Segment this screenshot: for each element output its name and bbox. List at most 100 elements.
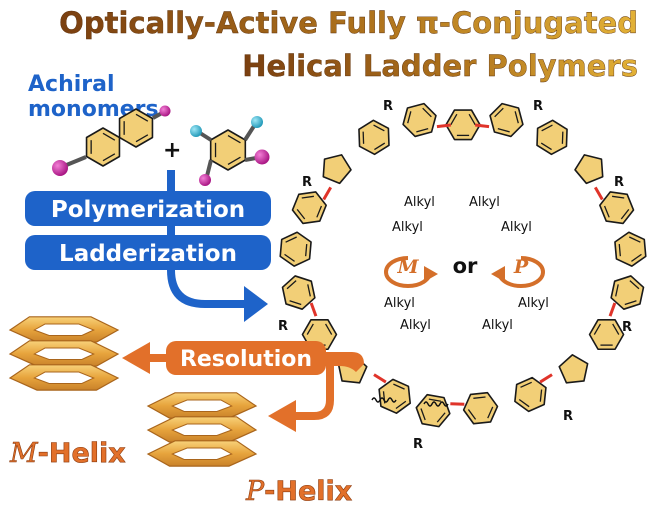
alkyl-label: Alkyl [392,220,423,235]
aromatic-bond [307,284,311,297]
alkyl-label: Alkyl [384,296,415,311]
bond [244,156,257,162]
m-helix-prefix: M [9,438,39,469]
aromatic-bond [518,398,530,408]
m-helix-suffix: -Helix [38,438,126,469]
aromatic-bond [395,400,407,409]
plus-sign: + [163,138,181,163]
helix-cavity [171,447,233,460]
aromatic-bond [494,107,504,118]
helix-cavity [33,323,95,336]
aromatic-bond [468,113,476,126]
aromatic-bond [539,389,543,402]
aromatic-bond [631,253,642,262]
aromatic-bond [407,111,412,124]
or-text: or [453,254,478,278]
r-substituent-label: R [614,175,624,190]
aromatic-bond [373,124,385,132]
red-link-bond [373,373,387,384]
resolution-label: Resolution [180,347,312,372]
red-link-bond [322,186,333,201]
r-substituent-label: R [533,99,543,114]
aromatic-bond [436,412,446,423]
aromatic-bond [393,383,405,390]
aromatic-bond [541,124,553,132]
aromatic-bond [629,280,640,290]
m-rotation-indicator: M [384,256,438,288]
aromatic-bond [428,398,442,402]
magenta-atom [254,149,270,165]
bond [243,124,256,142]
helix-cavity [171,399,233,412]
aromatic-bond [301,195,314,199]
resolution-banner: Resolution [166,341,326,375]
aromatic-bond [612,195,625,199]
aromatic-bond [612,323,620,335]
red-link-bond [593,186,604,201]
aromatic-bond [615,284,619,297]
m-helix-symbol: M [396,256,419,278]
cyclopentadiene-ring [322,154,352,185]
aromatic-bond [135,113,149,122]
aromatic-bond [624,300,637,306]
r-substituent-label: R [622,320,632,335]
aromatic-bond [450,113,458,126]
aromatic-bond [306,323,314,335]
magenta-atom [199,174,211,186]
aromatic-bond [102,132,116,141]
p-helix-symbol: P [513,256,529,278]
red-link-bond [608,302,617,317]
red-link-bond [474,123,490,129]
red-link-bond [539,373,553,384]
r-substituent-label: R [278,319,288,334]
magenta-atom [52,160,68,176]
bond [205,159,213,177]
ladderization-banner: Ladderization [25,235,271,270]
aromatic-bond [629,236,641,243]
red-link-bond [309,302,318,317]
helix-cavity [33,371,95,384]
polymerization-label: Polymerization [51,197,245,223]
aromatic-bond [416,128,429,133]
aromatic-bond [286,280,297,290]
aromatic-bond [514,111,519,124]
title-line-1: Optically-Active Fully π-Conjugated [59,6,638,40]
aromatic-bond [284,253,295,262]
aromatic-bond [520,381,532,388]
bond [198,131,213,142]
aromatic-bond [305,243,308,257]
cyan-atom [251,116,263,128]
monomer-1-molecule [52,105,171,176]
magenta-atom [159,105,171,117]
blue-process-arrow [167,170,268,322]
helix-cavity [171,423,233,436]
title-line-2: Helical Ladder Polymers [242,49,638,83]
aromatic-bond [316,205,323,218]
alkyl-label: Alkyl [400,318,431,333]
p-helix-model [146,392,258,467]
aromatic-bond [603,205,610,218]
alkyl-label: Alkyl [482,318,513,333]
p-rotation-indicator: P [491,256,545,288]
m-helix-model [8,316,120,391]
aromatic-bond [487,406,494,419]
red-link-bond [436,123,452,129]
ladderization-label: Ladderization [59,241,237,267]
chain-end-wavy-bond [371,397,397,403]
aromatic-bond [289,300,302,306]
r-substituent-label: R [413,437,423,452]
helix-cavity [33,347,95,360]
cyan-atom [190,125,202,137]
polymerization-banner: Polymerization [25,191,271,226]
aromatic-bond [374,142,386,151]
bond [63,155,87,168]
aromatic-bond [540,142,552,151]
aromatic-bond [473,396,486,399]
aromatic-bond [135,134,149,143]
p-helix-prefix: P [245,476,265,507]
monomer-2-molecule [190,116,270,186]
r-substituent-label: R [563,409,573,424]
